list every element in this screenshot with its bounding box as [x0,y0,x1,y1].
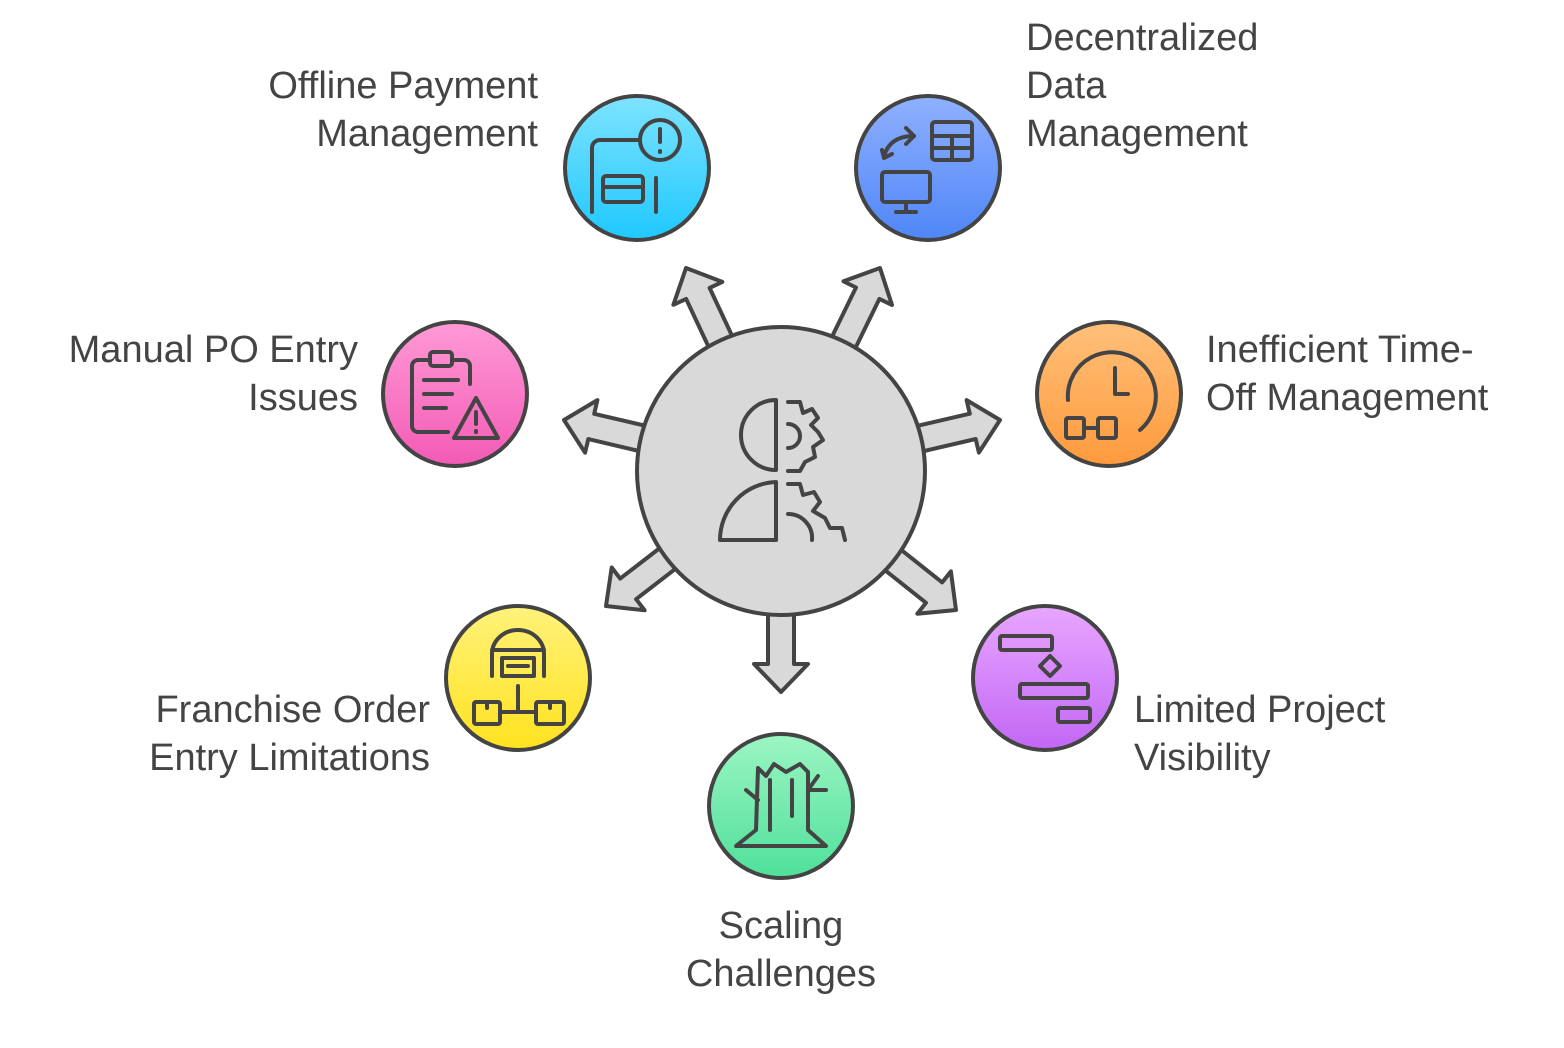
data-sync-icon [880,120,974,214]
decentralized-data-circle [854,94,1002,242]
clock-icon [1064,350,1158,440]
franchise-order-label: Franchise Order Entry Limitations [149,689,430,779]
person-gear-icon [718,398,847,542]
time-off-circle [1035,320,1183,468]
manual-po-label: Manual PO Entry Issues [68,329,358,419]
project-visibility-circle [971,604,1119,752]
offline-payment-circle [563,94,711,242]
hub-circle [635,325,927,617]
gantt-icon [998,634,1092,724]
tree-stump-icon [734,762,828,848]
decentralized-data-label: Decentralized Data Management [1026,17,1259,155]
card-alert-icon [590,118,682,214]
project-visibility-label: Limited Project Visibility [1134,689,1386,779]
time-off-label: Inefficient Time- Off Management [1206,329,1489,419]
scaling-label: Scaling Challenges [685,905,877,995]
warehouse-icon [472,628,566,726]
clipboard-warning-icon [410,350,500,440]
offline-payment-label: Offline Payment Management [268,65,538,155]
manual-po-circle [381,320,529,468]
scaling-circle [707,732,855,880]
